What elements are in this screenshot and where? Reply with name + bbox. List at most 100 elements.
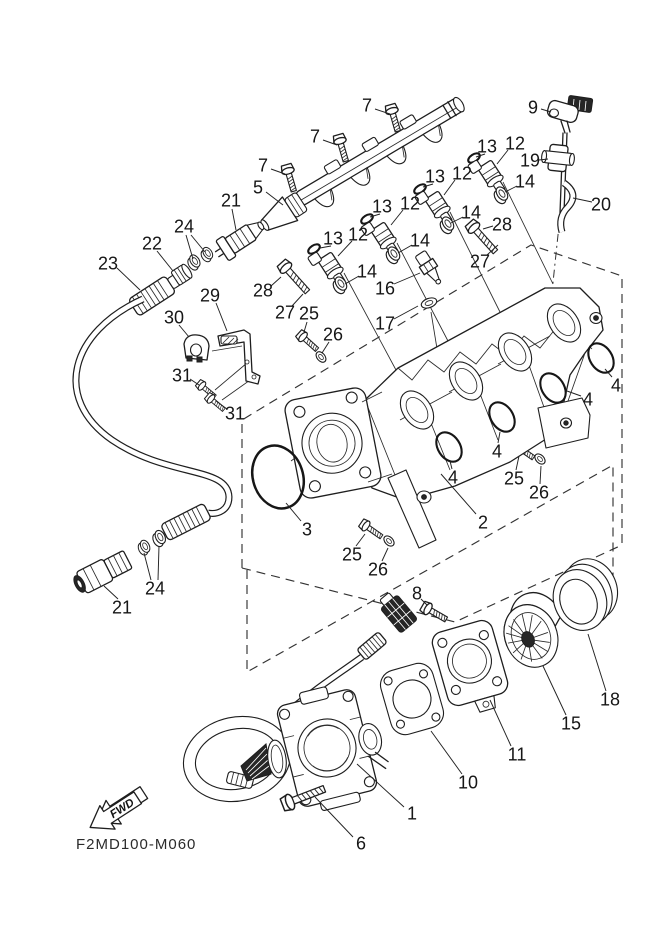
callout-lead-12 [390, 209, 404, 226]
callout-lead-22 [156, 250, 174, 272]
callout-lead-23 [116, 267, 141, 291]
callout-4: 4 [611, 375, 621, 395]
callout-lead-8 [420, 598, 428, 606]
callout-18: 18 [600, 689, 620, 709]
ring-24b [197, 245, 216, 265]
callout-lead-13 [319, 245, 332, 249]
callout-13: 13 [372, 196, 392, 216]
callout-lead-14 [504, 185, 518, 193]
callout-lead-27 [291, 293, 304, 307]
bracket-29 [211, 329, 261, 385]
callout-4: 4 [492, 441, 502, 461]
callout-24: 24 [174, 216, 194, 236]
callout-25: 25 [299, 303, 319, 323]
callout-lead-5 [265, 191, 284, 206]
callout-26: 26 [323, 324, 343, 344]
plate-11 [431, 619, 509, 713]
callout-12: 12 [505, 133, 525, 153]
callout-lead-26 [381, 547, 389, 562]
callout-4: 4 [583, 389, 593, 409]
bolt-28-left [275, 257, 314, 298]
callout-12: 12 [452, 163, 472, 183]
callout-15: 15 [561, 713, 581, 733]
callout-lead-25 [355, 533, 366, 547]
callout-16: 16 [375, 278, 395, 298]
callout-21: 21 [112, 597, 132, 617]
ring-18 [552, 558, 619, 631]
callout-31: 31 [172, 365, 192, 385]
callout-lead-31 [215, 400, 228, 410]
pressure-regulator [260, 192, 308, 231]
callout-31: 31 [225, 403, 245, 423]
damper-30 [183, 334, 210, 363]
callout-19: 19 [520, 150, 540, 170]
callout-lead-12 [337, 240, 353, 257]
callout-14: 14 [515, 171, 535, 191]
callout-3: 3 [302, 519, 312, 539]
rail-screw-7c [279, 162, 301, 194]
callout-lead-7 [322, 139, 338, 146]
callout-13: 13 [425, 166, 445, 186]
oring-3 [250, 444, 306, 510]
callout-lead-24 [190, 234, 206, 253]
callout-lead-12 [496, 149, 509, 165]
callout-lead-9 [540, 108, 552, 113]
callout-lead-13 [422, 183, 434, 188]
callout-lead-28 [270, 276, 282, 287]
manifold-flange [284, 387, 382, 499]
callout-lead-14 [450, 216, 464, 224]
throttle-body-1 [276, 686, 389, 811]
washer-26c [532, 451, 548, 467]
callout-lead-18 [587, 633, 607, 692]
callout-14: 14 [410, 230, 430, 250]
washer-26a [313, 349, 329, 365]
callout-17: 17 [375, 313, 395, 333]
callout-lead-4 [449, 460, 453, 470]
callout-lead-15 [542, 665, 567, 716]
callout-24: 24 [145, 578, 165, 598]
callout-lead-13 [369, 213, 381, 218]
callout-lead-12 [443, 179, 456, 196]
callout-5: 5 [253, 177, 263, 197]
callout-14: 14 [461, 202, 481, 222]
callout-1: 1 [407, 803, 417, 823]
callout-9: 9 [528, 97, 538, 117]
hose-21-lower [161, 503, 211, 541]
fwd-arrow-icon: FWD [89, 786, 149, 830]
callout-lead-17 [393, 305, 419, 320]
callout-25: 25 [504, 468, 524, 488]
callout-23: 23 [98, 253, 118, 273]
callout-lead-14 [344, 275, 360, 285]
group-box-manifold [241, 244, 623, 623]
callout-28: 28 [253, 280, 273, 300]
callout-lead-28 [482, 225, 494, 230]
callout-13: 13 [323, 228, 343, 248]
rail-screw-7b [331, 132, 353, 164]
funnel-15 [503, 592, 563, 668]
callout-26: 26 [368, 559, 388, 579]
callout-lead-16 [393, 272, 421, 285]
callout-lead-27 [486, 244, 499, 256]
callout-lead-14 [397, 244, 413, 254]
callout-27: 27 [275, 302, 295, 322]
callout-lead-21 [103, 585, 119, 600]
callout-lead-25 [515, 455, 520, 471]
intake-manifold [284, 287, 604, 549]
washer-26b [381, 533, 397, 549]
callout-lead-29 [215, 302, 228, 332]
callout-27: 27 [470, 251, 490, 271]
callout-26: 26 [529, 482, 549, 502]
callout-lead-10 [430, 730, 463, 775]
rail-injector-cups [314, 124, 443, 208]
callout-6: 6 [356, 833, 366, 853]
callout-lead-3 [285, 502, 302, 522]
joint-19 [541, 132, 575, 214]
collar-22 [170, 263, 193, 286]
callout-29: 29 [200, 285, 220, 305]
callout-12: 12 [348, 224, 368, 244]
callout-lead-21 [231, 208, 237, 231]
callout-lead-19 [538, 158, 549, 161]
callout-lead-4 [566, 390, 582, 397]
figure-code: F2MD100-M060 [76, 836, 196, 853]
